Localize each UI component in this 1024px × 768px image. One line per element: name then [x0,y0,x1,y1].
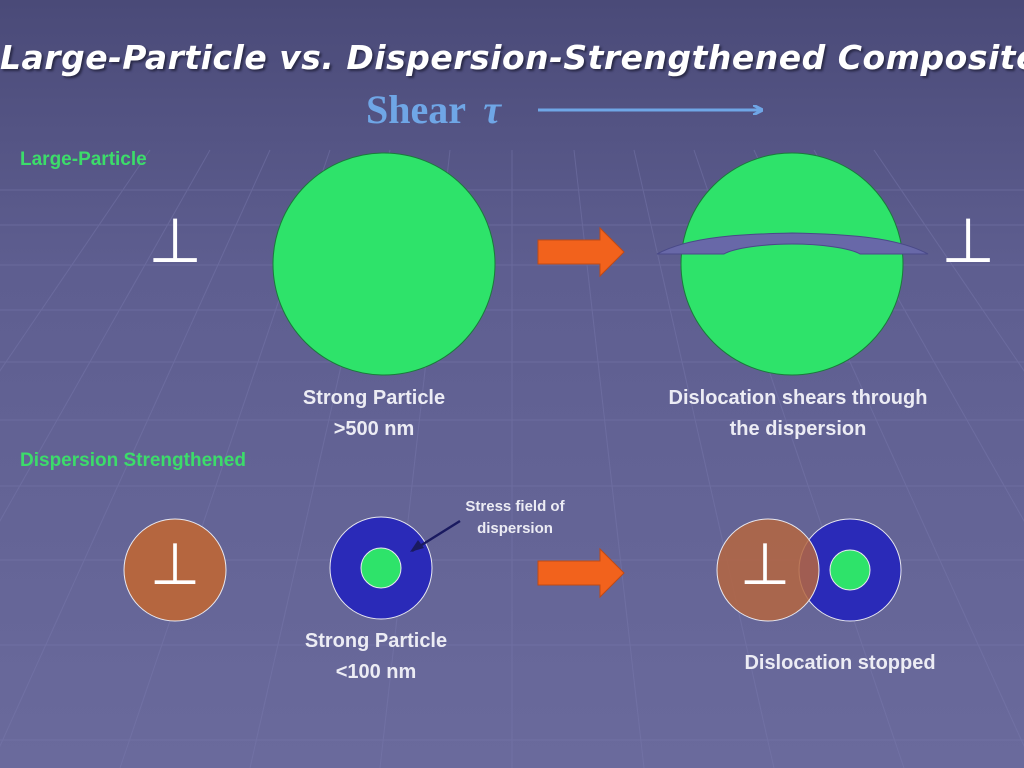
section-label-dispersion: Dispersion Strengthened [20,450,246,471]
shear-text: Shear [366,87,466,132]
stress-field-pointer-head [410,540,424,552]
strong-particle-large [272,152,496,376]
shear-result-caption: Dislocation shears through the dispersio… [612,383,984,445]
process-arrow-bottom [537,547,625,599]
shear-label: Shear τ [366,86,501,133]
small-particle-caption-line1: Strong Particle [304,630,448,652]
strong-particle-small [360,547,402,589]
dislocation-disk-right [716,518,820,622]
small-particle-caption-line2: <100 nm [335,661,417,683]
shear-result-caption-line2: the dispersion [729,418,867,440]
dislocation-disk-left [123,518,227,622]
stress-field-caption: Stress field of dispersion [440,496,590,540]
dislocation-symbol-dispersion-left: ⊥ [150,530,201,598]
small-particle-caption: Strong Particle <100 nm [266,626,486,688]
dislocation-symbol-left: ⊥ [148,204,202,277]
large-particle-caption: Strong Particle >500 nm [264,383,484,445]
slide-title: Large-Particle vs. Dispersion-Strengthen… [0,38,1024,77]
stress-field-caption-line2: dispersion [477,520,553,537]
large-particle-caption-line2: >500 nm [333,418,415,440]
dislocation-stopped-caption: Dislocation stopped [744,652,936,674]
large-particle-caption-line1: Strong Particle [302,387,446,409]
section-label-large-particle: Large-Particle [20,149,147,170]
dislocation-symbol-dispersion-right: ⊥ [740,530,791,598]
shear-tau-symbol: τ [483,87,502,132]
stress-field-caption-line1: Stress field of [465,498,565,515]
process-arrow-top [537,226,625,278]
dislocation-symbol-right: ⊥ [941,204,995,277]
sheared-particle [680,152,904,376]
shear-result-caption-line1: Dislocation shears through [668,387,928,409]
slip-band [656,232,929,255]
strong-particle-small-blocking [829,549,871,591]
